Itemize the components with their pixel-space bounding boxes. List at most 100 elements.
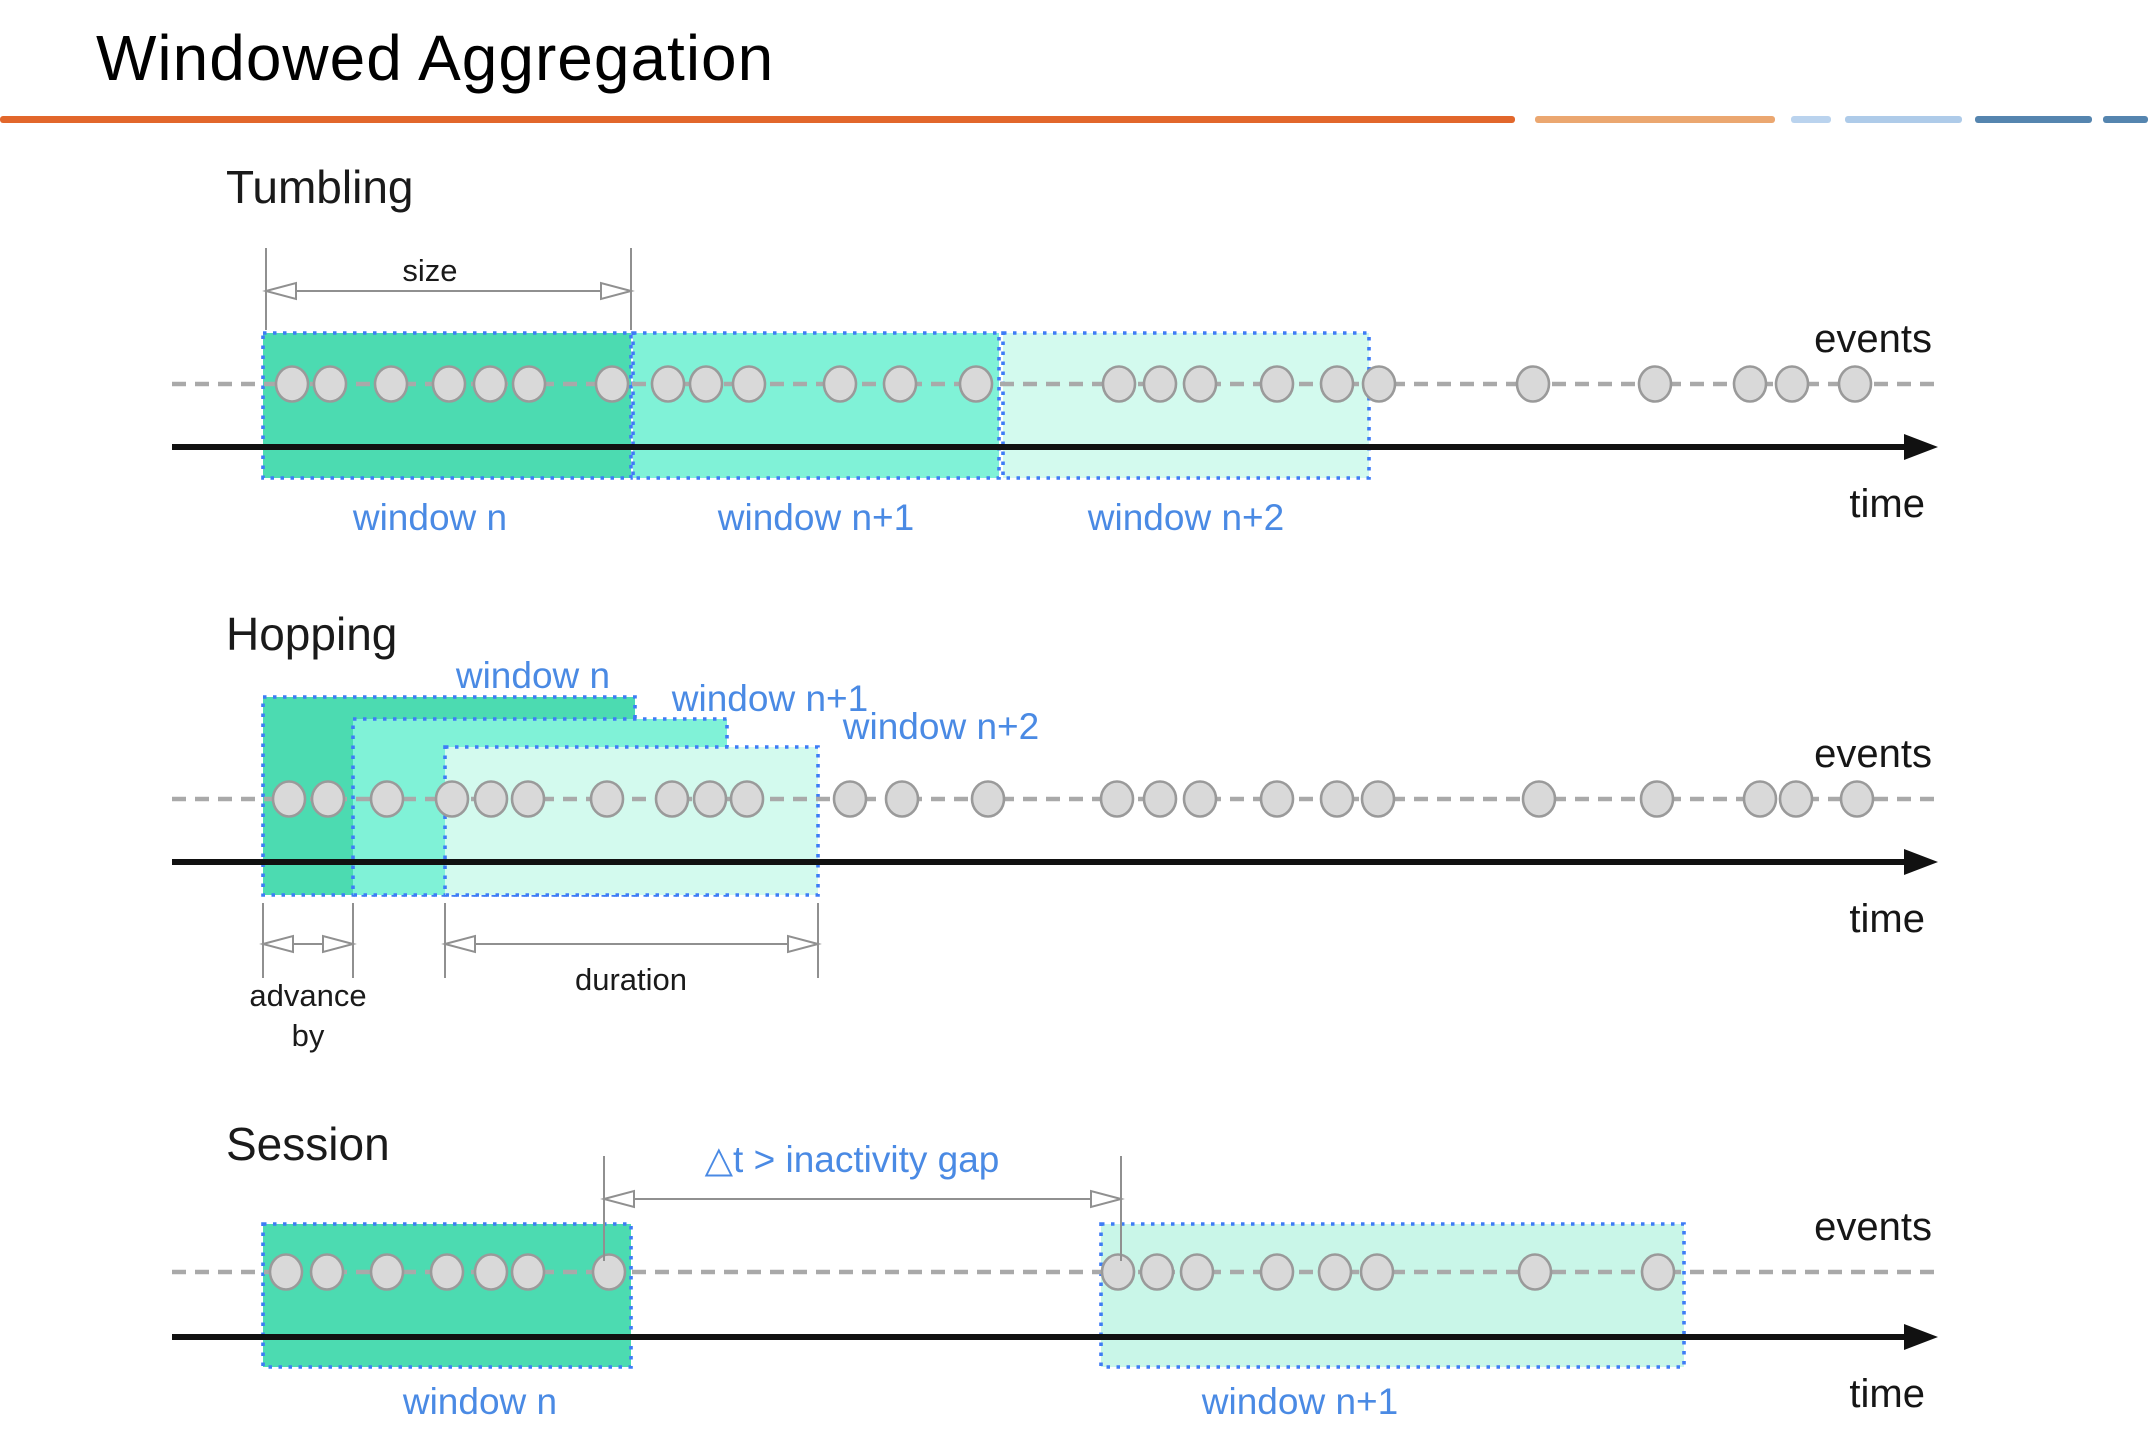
event-dot [1139, 1253, 1175, 1291]
event-dot [1259, 780, 1295, 818]
measure-arrowhead-icon [1090, 1189, 1125, 1209]
event-dot [1101, 365, 1137, 403]
event-dot [473, 1253, 509, 1291]
event-dot [472, 365, 508, 403]
events-label: events [1814, 1205, 1932, 1249]
event-dot [431, 365, 467, 403]
event-dot [589, 780, 625, 818]
event-dot [312, 365, 348, 403]
event-dot [882, 365, 918, 403]
event-dot [1639, 780, 1675, 818]
event-dot [1182, 780, 1218, 818]
event-dot [688, 365, 724, 403]
event-dot [1179, 1253, 1215, 1291]
event-dot [1099, 780, 1135, 818]
header-rule-segment [1845, 116, 1962, 123]
event-dot [654, 780, 690, 818]
events-label: events [1814, 317, 1932, 361]
header-rule-segment [2103, 116, 2148, 123]
measure-arrowhead-icon [322, 934, 357, 954]
event-dot [970, 780, 1006, 818]
measure-arrowhead-icon [441, 934, 476, 954]
measure-arrowhead-icon [600, 281, 635, 301]
header-rule-segment [1791, 116, 1831, 123]
event-dot [373, 365, 409, 403]
event-dot [473, 780, 509, 818]
header-rule [0, 116, 2148, 123]
time-axis-arrowhead-icon [1904, 849, 1938, 875]
event-dot [1317, 1253, 1353, 1291]
measure-label: size [402, 253, 457, 288]
event-dot [1259, 365, 1295, 403]
measure-label: by [292, 1018, 325, 1053]
window-label: window n+1 [671, 678, 868, 719]
window-label: window n+1 [717, 497, 914, 538]
time-axis-arrowhead-icon [1904, 434, 1938, 460]
event-dot [369, 780, 405, 818]
measure-label: △t > inactivity gap [705, 1139, 1000, 1180]
event-dot [591, 1253, 627, 1291]
event-dot [434, 780, 470, 818]
event-dot [1839, 780, 1875, 818]
window-box [1099, 1222, 1686, 1369]
event-dot [511, 365, 547, 403]
event-dot [1732, 365, 1768, 403]
window-label: window n+2 [842, 706, 1039, 747]
measure-arrowhead-icon [600, 1189, 635, 1209]
event-dot [429, 1253, 465, 1291]
window-label: window n [455, 655, 610, 696]
event-dot [271, 780, 307, 818]
window-box [261, 1222, 633, 1369]
measure-label: advance [249, 978, 366, 1013]
window-box [443, 745, 820, 897]
event-dot [1778, 780, 1814, 818]
event-dot [510, 1253, 546, 1291]
measure-arrowhead-icon [787, 934, 822, 954]
event-dot [1360, 780, 1396, 818]
window-box [261, 331, 633, 480]
measure-arrowhead-icon [259, 934, 294, 954]
event-dot [729, 780, 765, 818]
event-dot [1837, 365, 1873, 403]
event-dot [1517, 1253, 1553, 1291]
window-label: window n+1 [1201, 1381, 1398, 1422]
section-title: Hopping [226, 608, 397, 660]
event-dot [594, 365, 630, 403]
time-axis-arrowhead-icon [1904, 1324, 1938, 1350]
event-dot [731, 365, 767, 403]
event-dot [1359, 1253, 1395, 1291]
header-rule-segment [1975, 116, 2092, 123]
section-hopping: advance by duration window n window n+1windo… [172, 608, 1938, 1053]
event-dot [1515, 365, 1551, 403]
event-dot [1182, 365, 1218, 403]
event-dot [1259, 1253, 1295, 1291]
header-rule-segment [0, 116, 1515, 123]
event-dot [1742, 780, 1778, 818]
event-dot [692, 780, 728, 818]
window-box [1001, 331, 1371, 480]
event-dot [310, 780, 346, 818]
event-dot [1521, 780, 1557, 818]
measure-arrowhead-icon [262, 281, 297, 301]
event-dot [268, 1253, 304, 1291]
event-dot [1774, 365, 1810, 403]
event-dot [309, 1253, 345, 1291]
event-dot [510, 780, 546, 818]
section-title: Tumbling [226, 161, 413, 213]
event-dot [1142, 780, 1178, 818]
event-dot [1100, 1253, 1136, 1291]
measure-label: duration [575, 962, 687, 997]
event-dot [958, 365, 994, 403]
event-dot [1640, 1253, 1676, 1291]
event-dot [1142, 365, 1178, 403]
events-label: events [1814, 732, 1932, 776]
event-dot [369, 1253, 405, 1291]
event-dot [1319, 780, 1355, 818]
event-dot [1319, 365, 1355, 403]
window-label: window n [352, 497, 507, 538]
event-dot [884, 780, 920, 818]
